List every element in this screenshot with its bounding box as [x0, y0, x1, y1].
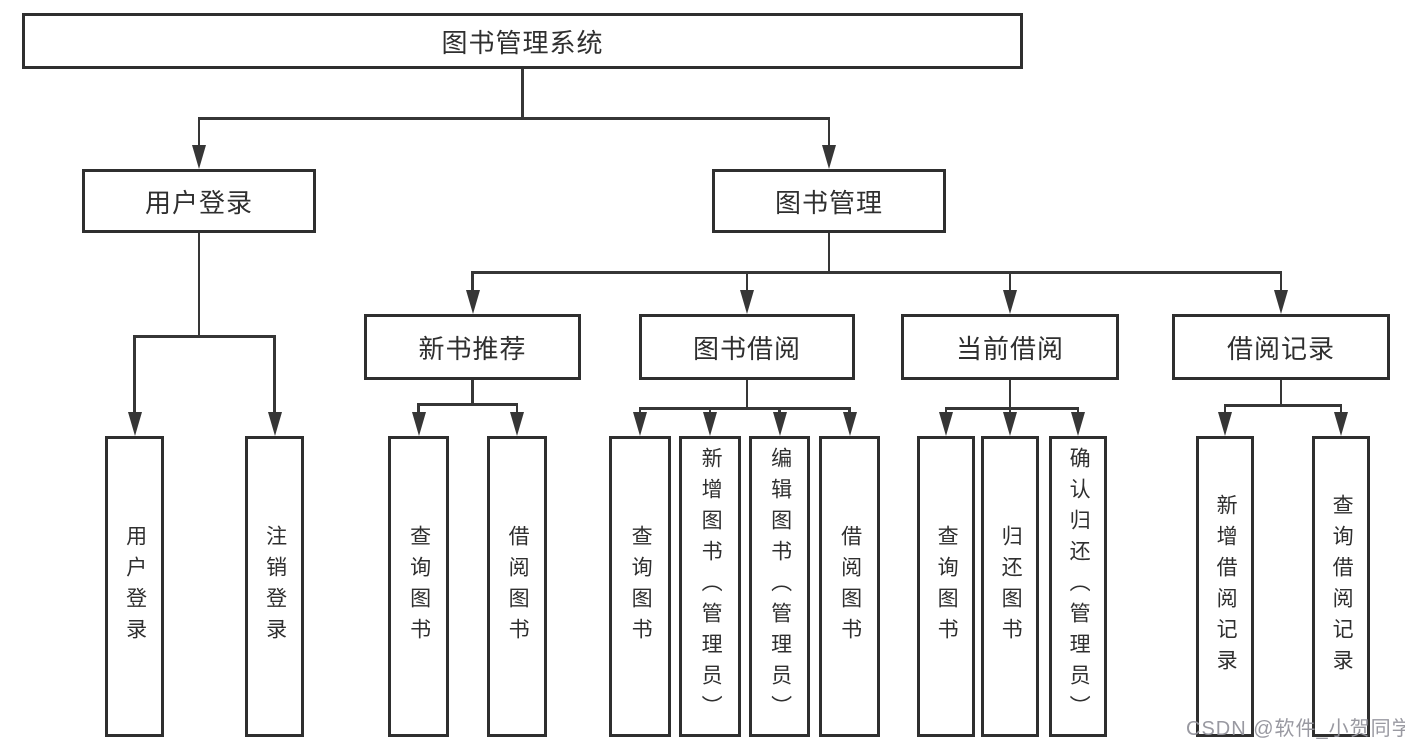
leaf-label: 借阅图书 — [506, 524, 530, 649]
connector-bar — [133, 335, 276, 338]
connector-drop — [197, 117, 201, 147]
node-book-borrowing: 图书借阅 — [639, 314, 855, 380]
connector-bar — [944, 407, 1080, 410]
leaf-add-borrow-record: 新增借阅记录 — [1196, 436, 1254, 737]
connector-bar — [197, 117, 831, 120]
arrowhead-down — [465, 290, 480, 314]
node-user-login: 用户登录 — [82, 169, 316, 233]
leaf-edit-books-admin: 编辑图书（管理员） — [749, 436, 810, 737]
connector-drop — [273, 335, 276, 414]
node-label: 图书管理 — [774, 187, 883, 218]
arrowhead-down — [842, 412, 857, 436]
leaf-label: 编辑图书（管理员） — [768, 447, 792, 726]
connector-drop — [1076, 407, 1080, 414]
leaf-label: 借阅图书 — [838, 524, 862, 649]
connector-stem — [827, 233, 831, 273]
arrowhead-down — [633, 412, 647, 436]
arrowhead-down — [1071, 412, 1085, 436]
connector-drop — [1008, 271, 1012, 292]
connector-stem — [1279, 380, 1283, 407]
leaf-query-borrow-record: 查询借阅记录 — [1312, 436, 1370, 737]
arrowhead-down — [740, 290, 754, 314]
leaf-borrow-books-recommend: 借阅图书 — [487, 436, 547, 737]
leaf-label: 注销登录 — [263, 524, 287, 649]
connector-stem — [197, 233, 201, 337]
arrowhead-down — [703, 412, 717, 436]
arrowhead-down — [822, 145, 836, 169]
arrowhead-down — [1003, 290, 1017, 314]
arrowhead-down — [1003, 412, 1017, 436]
connector-drop — [848, 407, 851, 414]
node-label: 借阅记录 — [1226, 333, 1335, 364]
leaf-query-books-recommend: 查询图书 — [388, 436, 449, 737]
connector-stem — [1008, 380, 1012, 410]
arrowhead-down — [510, 412, 524, 436]
arrowhead-down — [127, 412, 142, 436]
watermark: CSDN @软件_小贺同学 — [1186, 718, 1405, 740]
arrowhead-down — [1218, 412, 1232, 436]
node-label: 新书推荐 — [418, 333, 527, 364]
connector-drop — [745, 271, 749, 292]
leaf-user-login: 用户登录 — [105, 436, 164, 737]
leaf-borrow-books: 借阅图书 — [819, 436, 880, 737]
connector-drop — [1339, 404, 1343, 414]
node-new-book-recommendation: 新书推荐 — [364, 314, 581, 380]
node-library-management-system: 图书管理系统 — [22, 13, 1023, 69]
node-current-borrowing: 当前借阅 — [901, 314, 1119, 380]
connector-stem — [471, 380, 474, 405]
leaf-label: 新增图书（管理员） — [699, 447, 723, 726]
leaf-label: 确认归还（管理员） — [1067, 447, 1091, 726]
connector-drop — [944, 407, 948, 414]
leaf-label: 用户登录 — [123, 524, 147, 649]
leaf-add-books-admin: 新增图书（管理员） — [679, 436, 741, 737]
connector-drop — [515, 403, 519, 414]
arrowhead-down — [192, 145, 206, 169]
node-borrowing-records: 借阅记录 — [1172, 314, 1390, 380]
leaf-label: 查询借阅记录 — [1330, 493, 1354, 680]
leaf-label: 查询图书 — [407, 524, 431, 649]
node-book-management: 图书管理 — [712, 169, 946, 233]
leaf-logout: 注销登录 — [245, 436, 304, 737]
connector-bar — [471, 271, 1282, 274]
connector-drop — [778, 407, 781, 414]
leaf-label: 查询图书 — [935, 524, 959, 649]
connector-drop — [1279, 271, 1283, 292]
connector-drop — [1008, 407, 1012, 414]
leaf-label: 新增借阅记录 — [1214, 493, 1238, 680]
connector-bar — [1223, 404, 1343, 407]
connector-drop — [133, 335, 136, 414]
node-label: 用户登录 — [144, 187, 253, 218]
arrowhead-down — [1334, 412, 1348, 436]
leaf-return-books: 归还图书 — [981, 436, 1039, 737]
connector-bar — [638, 407, 851, 410]
connector-stem — [521, 69, 524, 118]
connector-drop — [417, 403, 420, 414]
connector-drop — [1223, 404, 1227, 414]
leaf-label: 查询图书 — [629, 524, 653, 649]
connector-drop — [708, 407, 712, 414]
connector-drop — [827, 117, 831, 147]
leaf-label: 归还图书 — [999, 524, 1023, 649]
arrowhead-down — [1274, 290, 1288, 314]
arrowhead-down — [411, 412, 426, 436]
node-label: 当前借阅 — [955, 333, 1064, 364]
leaf-confirm-return-admin: 确认归还（管理员） — [1049, 436, 1107, 737]
leaf-query-books-borrowing: 查询图书 — [609, 436, 671, 737]
node-label: 图书借阅 — [692, 333, 801, 364]
connector-drop — [471, 271, 474, 292]
connector-drop — [638, 407, 642, 414]
node-label: 图书管理系统 — [441, 27, 604, 58]
arrowhead-down — [939, 412, 953, 436]
connector-stem — [745, 380, 749, 410]
connector-bar — [417, 403, 519, 406]
arrowhead-down — [772, 412, 787, 436]
arrowhead-down — [267, 412, 282, 436]
leaf-query-books-current: 查询图书 — [917, 436, 975, 737]
